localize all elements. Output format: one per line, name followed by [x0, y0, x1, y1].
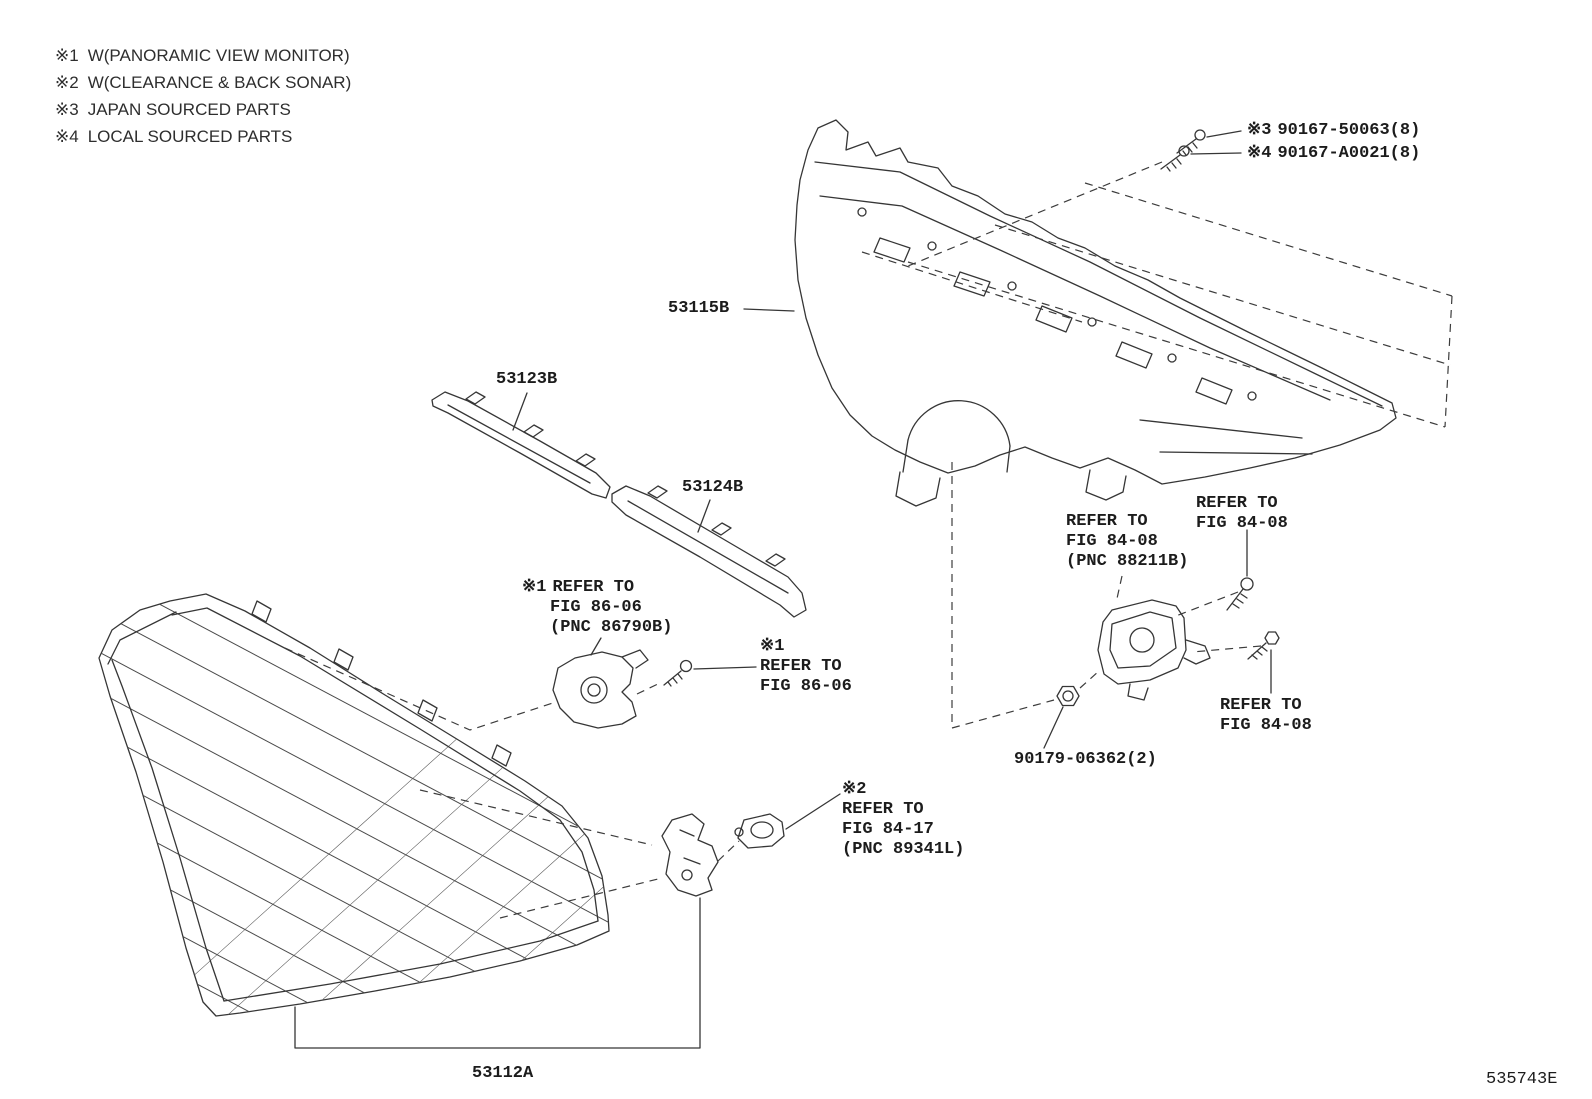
- clip-art: [661, 813, 719, 897]
- grille-clip-dashed-2: [499, 877, 663, 919]
- callout-grille: 53112A: [472, 1064, 534, 1083]
- strip-53123B-art: [431, 391, 611, 499]
- radar-bolt-dashed: [1191, 645, 1262, 653]
- callout-camera-ref: ※1 REFER TO FIG 86-06 (PNC 86790B): [522, 578, 672, 638]
- legend-text: W(PANORAMIC VIEW MONITOR): [87, 45, 350, 65]
- ref-line: (PNC 88211B): [1066, 552, 1189, 571]
- radar-bolt-art: [1247, 631, 1280, 660]
- callout-radar-ref: REFER TO FIG 84-08 (PNC 88211B): [1066, 512, 1188, 572]
- legend-item: ※2 W(CLEARANCE & BACK SONAR): [55, 69, 351, 96]
- legend-marker: ※2: [55, 72, 79, 92]
- camera-screw-leader: [693, 666, 757, 670]
- callout-marker: ※4: [1247, 144, 1272, 163]
- strip-53124B-art: [611, 485, 807, 618]
- callout-marker: ※1: [760, 637, 785, 656]
- radar-ref-dashed: [1115, 575, 1123, 604]
- ref-line: FIG 86-06: [760, 677, 852, 696]
- camera-art: [552, 649, 649, 729]
- ref-line: REFER TO: [1066, 512, 1148, 531]
- bolt-set-art: [1160, 129, 1206, 172]
- upper-support-projection-lines: [861, 182, 1453, 428]
- grille-clip-dashed-1: [419, 789, 653, 846]
- legend-item: ※4 LOCAL SOURCED PARTS: [55, 123, 351, 150]
- ref-line: REFER TO: [1220, 696, 1302, 715]
- bolt-set-dashed-leader: [907, 161, 1163, 267]
- legend-marker: ※3: [55, 99, 79, 119]
- camera-lens: [580, 676, 608, 704]
- callout-bolt-set-1: ※3 90167-50063(8): [1247, 121, 1420, 141]
- grille-callout-bracket: [294, 897, 701, 1049]
- callout-bolt-set-2: ※4 90167-A0021(8): [1247, 144, 1420, 164]
- ref-line: REFER TO: [760, 657, 842, 676]
- upper-support-leader: [743, 308, 795, 312]
- camera-screw-art: [663, 659, 693, 687]
- strip-upper-leader: [512, 392, 528, 431]
- ref-line: REFER TO: [1196, 494, 1278, 513]
- callout-marker: ※3: [1247, 121, 1272, 140]
- ref-line: REFER TO: [842, 800, 924, 819]
- legend-marker: ※4: [55, 126, 79, 146]
- upper-support-art: [794, 119, 1397, 507]
- support-radar-dashed: [951, 462, 1055, 729]
- ref-line: REFER TO: [552, 578, 635, 597]
- legend-text: LOCAL SOURCED PARTS: [87, 126, 293, 146]
- callout-marker: ※1: [522, 578, 547, 597]
- camera-ref-leader: [590, 637, 602, 656]
- ref-line: (PNC 86790B): [550, 618, 673, 637]
- nut-dashed: [1079, 670, 1100, 689]
- callout-camera-screw-ref: ※1 REFER TO FIG 86-06: [760, 637, 852, 697]
- legend-text: W(CLEARANCE & BACK SONAR): [87, 72, 352, 92]
- part-number: 90167-50063(8): [1277, 121, 1421, 140]
- callout-strip-upper: 53123B: [496, 370, 558, 389]
- grille-art: [98, 593, 610, 1017]
- grille-camera-dashed: [284, 647, 557, 731]
- bolt-set-2-leader: [1190, 152, 1242, 155]
- callout-sonar-ref: ※2 REFER TO FIG 84-17 (PNC 89341L): [842, 780, 964, 860]
- radar-sensor-art: [1097, 599, 1211, 701]
- radar-nut-art: [1056, 685, 1080, 707]
- ref-line: FIG 84-17: [842, 820, 934, 839]
- radar-screw-art: [1226, 577, 1254, 611]
- radar-screw-dashed: [1175, 591, 1239, 617]
- callout-marker: ※2: [842, 780, 867, 799]
- ref-line: FIG 84-08: [1066, 532, 1158, 551]
- callout-nut: 90179-06362(2): [1014, 750, 1157, 769]
- legend-item: ※3 JAPAN SOURCED PARTS: [55, 96, 351, 123]
- nut-leader: [1043, 706, 1064, 749]
- diagram-id: 535743E: [1486, 1070, 1558, 1089]
- ref-line: (PNC 89341L): [842, 840, 965, 859]
- callout-strip-lower: 53124B: [682, 478, 744, 497]
- legend-marker: ※1: [55, 45, 79, 65]
- grille-mesh: [99, 594, 609, 1016]
- ref-line: FIG 86-06: [550, 598, 642, 617]
- legend-text: JAPAN SOURCED PARTS: [87, 99, 291, 119]
- camera-screw-dashed: [636, 681, 663, 695]
- part-number: 90167-A0021(8): [1277, 144, 1421, 163]
- clip-sonar-dashed: [717, 840, 740, 862]
- ref-line: FIG 84-08: [1196, 514, 1288, 533]
- sonar-sensor-art: [734, 813, 785, 849]
- ref-line: FIG 84-08: [1220, 716, 1312, 735]
- legend: ※1 W(PANORAMIC VIEW MONITOR) ※2 W(CLEARA…: [55, 42, 351, 150]
- callout-radar-bolt-ref: REFER TO FIG 84-08: [1220, 696, 1312, 736]
- callout-upper-support: 53115B: [668, 299, 730, 318]
- bolt-set-1-leader: [1206, 130, 1242, 138]
- callout-radar-screw-ref: REFER TO FIG 84-08: [1196, 494, 1288, 534]
- sonar-ref-leader: [785, 793, 841, 830]
- legend-item: ※1 W(PANORAMIC VIEW MONITOR): [55, 42, 351, 69]
- strip-lower-leader: [697, 499, 711, 533]
